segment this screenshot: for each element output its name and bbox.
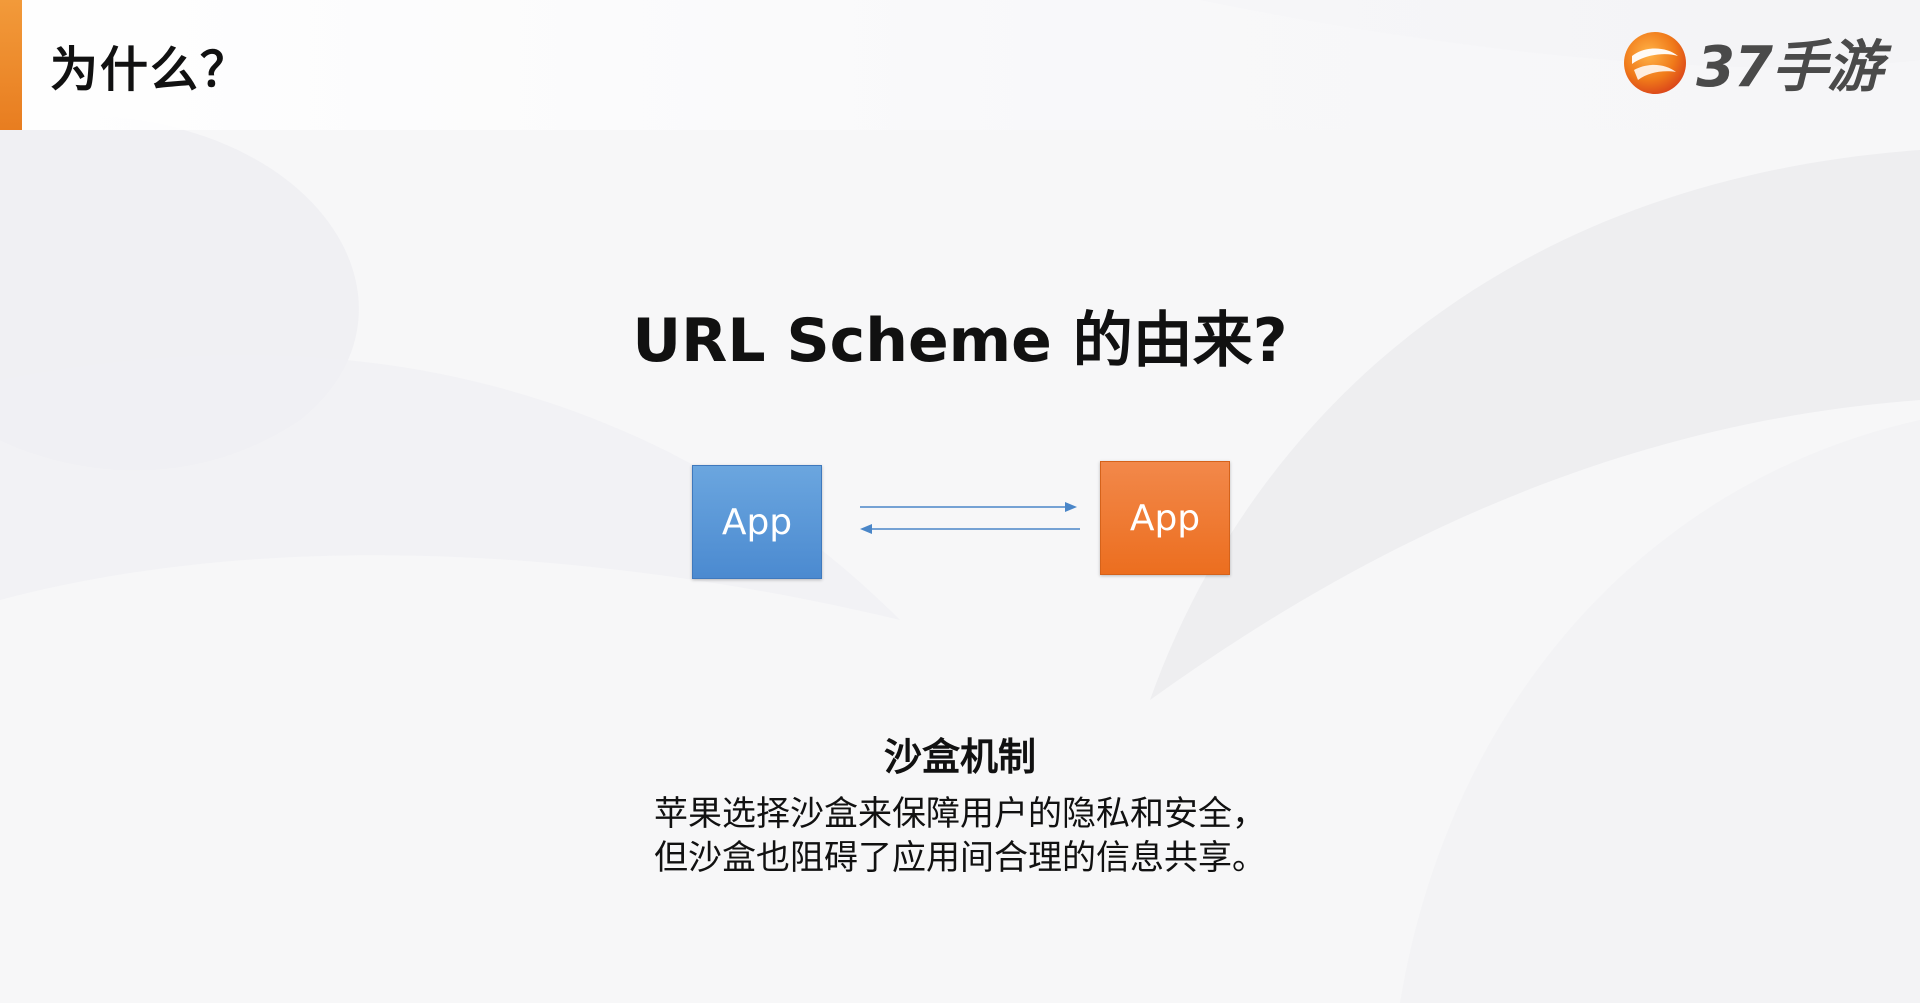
arrow-right-head xyxy=(1065,502,1077,512)
app-box-left-label: App xyxy=(721,501,793,543)
arrow-left-head xyxy=(860,524,872,534)
app-box-right: App xyxy=(1100,461,1230,575)
app-box-left: App xyxy=(692,465,822,579)
header-accent-bar xyxy=(0,0,22,130)
brand-logo: 37手游 xyxy=(1622,22,1883,103)
app-box-right-label: App xyxy=(1129,497,1201,539)
body-line: 但沙盒也阻碍了应用间合理的信息共享。 xyxy=(654,838,1266,878)
section-subtitle: 沙盒机制 xyxy=(883,735,1036,779)
body-line: 苹果选择沙盒来保障用户的隐私和安全， xyxy=(654,794,1266,834)
bidirectional-arrows xyxy=(860,502,1080,534)
header-title: 为什么？ xyxy=(50,42,251,98)
37-logo-icon xyxy=(1624,31,1687,94)
slide-title: URL Scheme 的由来? xyxy=(632,306,1288,376)
body-text: 苹果选择沙盒来保障用户的隐私和安全， 但沙盒也阻碍了应用间合理的信息共享。 xyxy=(0,792,1920,880)
brand-logo-text: 37手游 xyxy=(1696,35,1883,100)
